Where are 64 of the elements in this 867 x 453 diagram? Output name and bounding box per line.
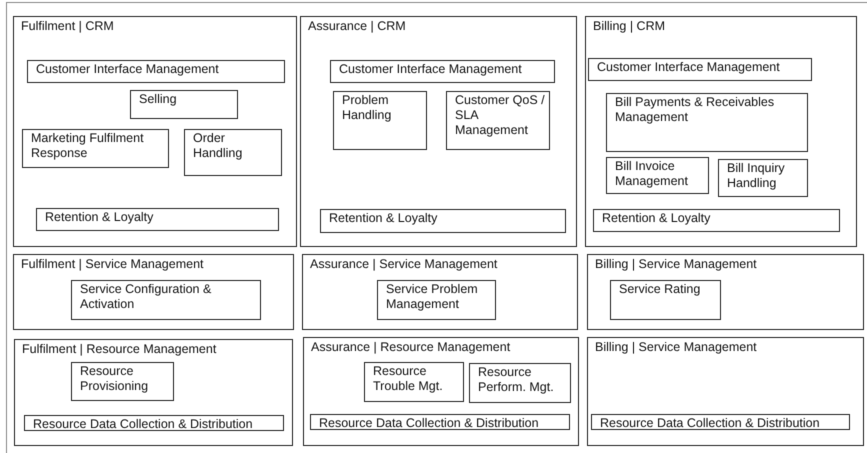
group-panel (13, 16, 297, 247)
process-box (364, 362, 464, 402)
panel-heading: Billing | CRM (593, 19, 666, 33)
process-label: Customer Interface Management (597, 60, 781, 75)
process-box (588, 58, 812, 81)
process-label: Resource Data Collection & Distribution (319, 416, 540, 431)
group-panel (587, 254, 864, 330)
process-box (606, 157, 709, 194)
process-label: Retention & Loyalty (329, 211, 438, 226)
panel-heading: Billing | Service Management (595, 340, 757, 354)
process-box (606, 93, 808, 152)
panel-heading: Assurance | Service Management (310, 257, 498, 271)
panel-heading: Assurance | Resource Management (311, 340, 510, 354)
process-label: Bill Invoice Management (615, 159, 689, 189)
panel-heading: Fulfilment | Service Management (21, 257, 204, 271)
process-label: Resource Provisioning (80, 364, 150, 394)
group-panel (585, 16, 857, 247)
process-label: Customer QoS / SLA Management (455, 93, 545, 138)
group-panel (13, 254, 294, 330)
process-box (593, 209, 840, 232)
panel-heading: Fulfilment | Resource Management (22, 342, 216, 356)
process-box (71, 362, 174, 401)
process-label: Bill Payments & Receivables Management (615, 95, 776, 125)
process-box (184, 129, 282, 176)
process-label: Resource Data Collection & Distribution (33, 417, 254, 432)
group-panel (14, 339, 293, 446)
process-label: Retention & Loyalty (45, 210, 154, 225)
process-box (36, 208, 279, 231)
process-label: Service Problem Management (386, 282, 479, 312)
process-box (718, 159, 808, 197)
process-label: Service Configuration & Activation (80, 282, 212, 312)
process-label: Retention & Loyalty (602, 211, 712, 226)
process-box (27, 60, 285, 83)
process-box (469, 363, 571, 403)
process-label: Bill Inquiry Handling (727, 161, 786, 191)
process-box (310, 414, 570, 430)
process-label: Customer Interface Management (36, 62, 220, 77)
panel-heading: Billing | Service Management (595, 257, 757, 271)
group-panel (300, 16, 577, 247)
process-box (446, 91, 550, 150)
process-box (333, 91, 427, 150)
process-box (130, 90, 238, 119)
process-label: Resource Perform. Mgt. (478, 365, 555, 395)
process-box (610, 280, 721, 320)
process-box (71, 280, 261, 320)
process-label: Marketing Fulfilment Response (31, 131, 145, 161)
process-box (330, 60, 555, 83)
process-label: Order Handling (193, 131, 244, 161)
process-label: Selling (139, 92, 178, 107)
group-panel (303, 337, 579, 446)
process-box (24, 415, 284, 431)
process-label: Service Rating (619, 282, 702, 297)
process-label: Resource Data Collection & Distribution (600, 416, 821, 431)
group-panel (302, 254, 578, 330)
panel-heading: Assurance | CRM (308, 19, 406, 33)
process-label: Customer Interface Management (339, 62, 523, 77)
process-label: Resource Trouble Mgt. (373, 364, 444, 394)
process-box (320, 209, 566, 233)
group-panel (587, 337, 864, 446)
process-label: Problem Handling (342, 93, 392, 123)
panel-heading: Fulfilment | CRM (21, 19, 114, 33)
process-box (591, 414, 850, 430)
process-box (22, 129, 169, 168)
process-box (377, 280, 496, 320)
